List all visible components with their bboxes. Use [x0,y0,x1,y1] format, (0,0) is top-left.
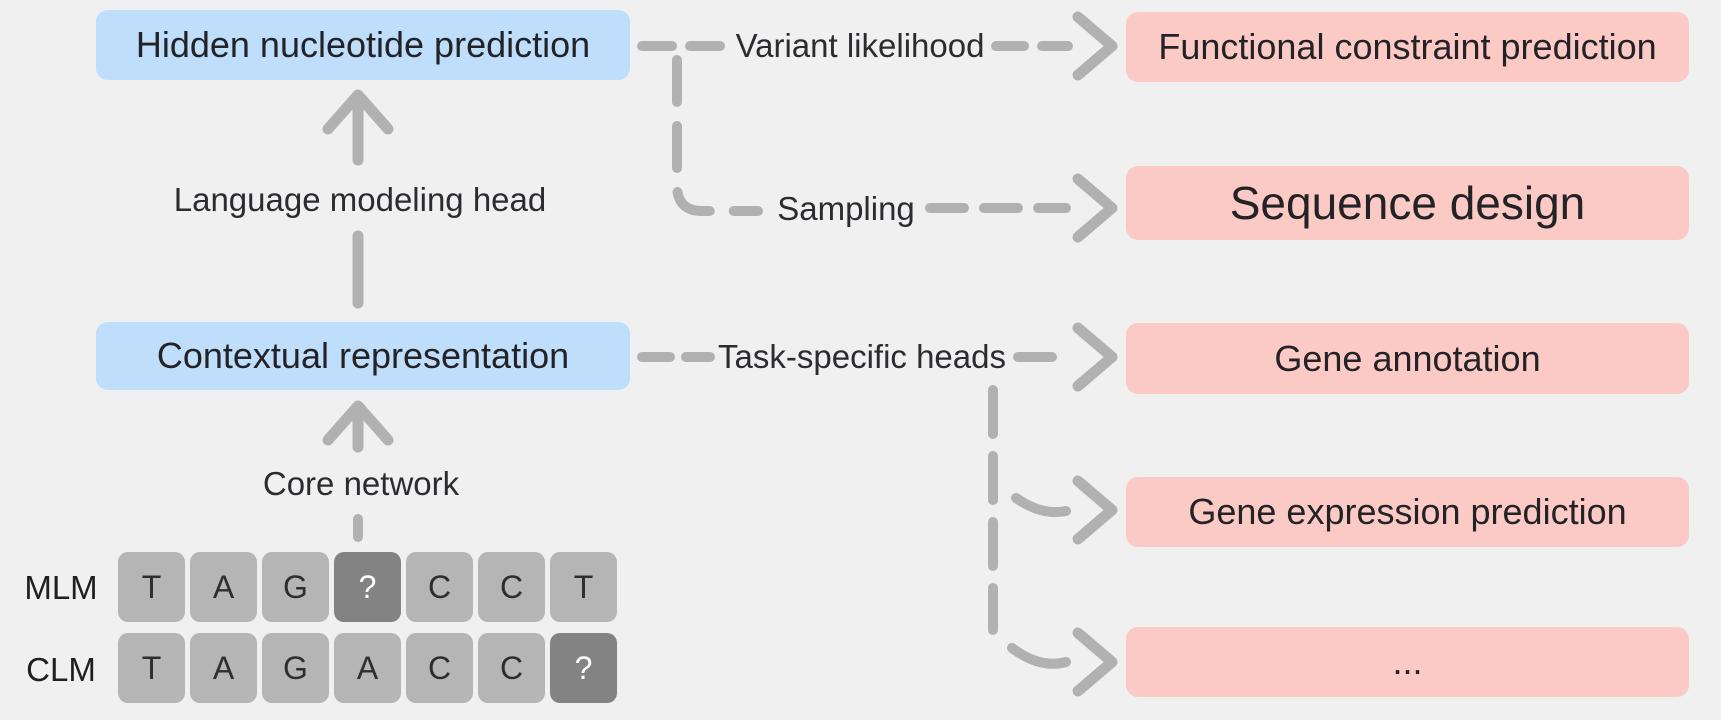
clm-label: CLM [26,651,96,688]
token-tile: C [406,633,473,703]
mlm-label: MLM [24,569,98,606]
token-tile: C [406,552,473,622]
gene-annotation-node: Gene annotation [1126,323,1689,394]
sampling-label: Sampling [777,190,915,227]
sequence-design-node: Sequence design [1126,166,1689,240]
hidden-nucleotide-prediction-node: Hidden nucleotide prediction [96,10,630,80]
ellipsis-node: ... [1126,627,1689,697]
contextual-representation-node: Contextual representation [96,322,630,390]
token-tile: T [550,552,617,622]
token-tile: G [262,633,329,703]
core-network-label: Core network [262,465,460,502]
arrowhead-icon [1072,322,1118,392]
curved-dash [1011,493,1071,518]
arrowhead-icon [1072,475,1118,545]
masked-token-tile: ? [334,552,401,622]
arrowhead-icon [1072,173,1118,243]
token-tile: A [190,552,257,622]
token-tile: A [334,633,401,703]
token-tile: C [478,633,545,703]
token-tile: C [478,552,545,622]
token-tile: T [118,552,185,622]
functional-constraint-prediction-node: Functional constraint prediction [1126,12,1689,82]
language-modeling-head-label: Language modeling head [173,181,547,218]
masked-token-tile: ? [550,633,617,703]
curved-dash [1007,643,1071,669]
token-tile: G [262,552,329,622]
token-tile: A [190,633,257,703]
gene-expression-prediction-node: Gene expression prediction [1126,477,1689,547]
task-specific-heads-label: Task-specific heads [718,338,1006,375]
dashed-elbow [672,55,763,216]
arrowhead-icon [1072,11,1118,81]
variant-likelihood-label: Variant likelihood [735,27,985,64]
token-tile: T [118,633,185,703]
arrowhead-icon [1072,627,1118,697]
